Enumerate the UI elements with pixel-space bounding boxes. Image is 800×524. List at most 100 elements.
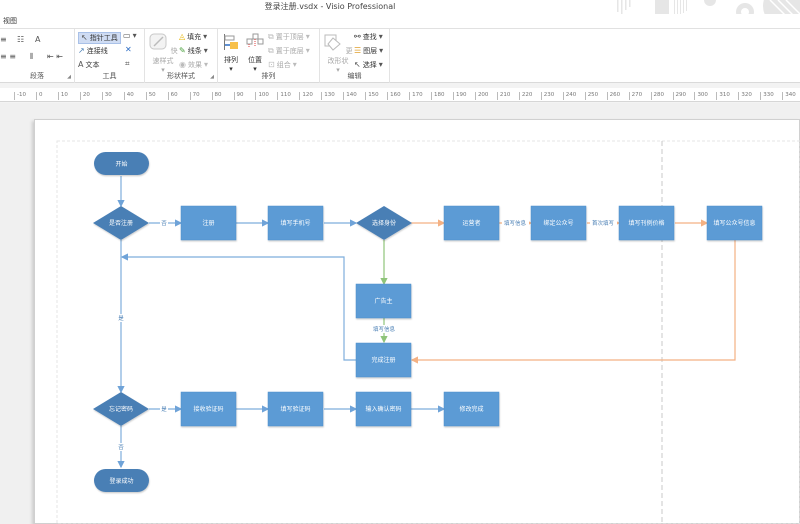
indent-icon[interactable]: ⇤ ⇤ [47,52,63,61]
node-is-registered[interactable]: 是否注册 [93,206,149,240]
rectangle-icon: ▭ [123,31,131,40]
ruler-tick: 180 [431,92,445,100]
layers-button[interactable]: ☰图层▾ [354,46,384,56]
node-start-label: 开始 [115,160,127,168]
ruler-tick: 260 [606,92,620,100]
find-button[interactable]: ⚯查找▾ [354,32,383,42]
node-confirm-password-label: 输入确认密码 [365,405,401,413]
ruler-tick: 60 [167,92,178,100]
node-confirm-password[interactable]: 输入确认密码 [355,391,412,427]
node-fill-phone[interactable]: 填写手机号 [267,205,324,241]
ruler-tick: 190 [453,92,467,100]
pointer-icon: ↖ [81,33,88,42]
ruler-tick: -10 [14,92,26,100]
ruler-tick: 90 [233,92,244,100]
align-button[interactable]: 排列▾ [220,33,242,73]
send-to-back-button[interactable]: ⧉置于底层▾ [268,46,310,56]
title-bar: 登录注册.vsdx - Visio Professional [0,0,800,28]
effects-button[interactable]: ◉效果▾ [179,60,208,70]
ruler-tick: 40 [123,92,134,100]
node-fill-price-label: 填写刊例价格 [628,219,664,227]
edge-label-no-register: 否 [161,220,167,227]
node-bind-account[interactable]: 绑定公众号 [530,205,587,241]
change-shape-button[interactable]: 更改形状▾ [322,33,354,74]
node-fill-account-info[interactable]: 填写公众号信息 [706,205,763,241]
ruler-tick: 280 [650,92,664,100]
group-label-shape-styles: 形状样式 [167,72,195,80]
node-advertiser-label: 广告主 [374,297,392,305]
node-finish-register[interactable]: 完成注册 [355,342,412,378]
fill-icon: ◬ [179,32,186,41]
send-back-icon: ⧉ [268,46,274,55]
ruler-tick: 50 [145,92,156,100]
node-start[interactable]: 开始 [94,152,149,175]
edge-label-yes-forgot: 是 [161,406,167,413]
node-bind-account-label: 绑定公众号 [543,219,573,227]
node-forgot-password[interactable]: 忘记密码 [93,392,149,426]
align-left-icon[interactable]: ≡ [0,35,7,44]
node-choose-role[interactable]: 选择身份 [356,206,412,240]
crop-icon[interactable]: ⌗ [125,59,130,68]
edge-finish-to-loop[interactable] [120,253,356,361]
menu-view[interactable]: 视图 [3,17,17,25]
node-receive-code-label: 接收验证码 [193,405,223,413]
ruler-tick: 310 [716,92,730,100]
font-size-icon[interactable]: A [35,35,41,44]
connector-tool-button[interactable]: ↗连接线 [78,46,108,56]
node-fill-price[interactable]: 填写刊例价格 [618,205,675,241]
group-icon: ⊡ [268,60,275,69]
ribbon-group-arrange: 排列▾ 位置▾ ⧉置于顶层▾ ⧉置于底层▾ ⊡组合▾ 排列 [218,29,320,83]
ruler-tick: 200 [474,92,488,100]
binoculars-icon: ⚯ [354,32,361,41]
position-button[interactable]: 位置▾ [244,33,266,73]
page-margin-guide [56,140,800,524]
ruler-tick: 30 [101,92,112,100]
bring-to-front-button[interactable]: ⧉置于顶层▾ [268,32,310,42]
quick-styles-button[interactable]: 快速样式▾ [147,33,179,74]
pointer-tool-button[interactable]: ↖指针工具 [78,32,121,44]
ruler-tick: 20 [79,92,90,100]
bullet-list-icon[interactable]: ☷ [17,35,25,44]
drawing-canvas[interactable]: 否 填写信息 首次填写 填写信息 是 是 否 开始 登录 [0,103,800,524]
flowchart[interactable]: 否 填写信息 首次填写 填写信息 是 是 否 开始 登录 [0,103,800,524]
dialog-launcher-icon[interactable]: ◢ [210,74,214,80]
group-label-tools: 工具 [102,72,117,80]
node-advertiser[interactable]: 广告主 [355,283,412,319]
line-button[interactable]: ✎线条▾ [179,46,208,56]
node-operator[interactable]: 运营者 [443,205,500,241]
select-button[interactable]: ↖选择▾ [354,60,383,70]
node-fill-phone-label: 填写手机号 [280,219,310,227]
node-modify-done[interactable]: 修改完成 [443,391,500,427]
ruler-tick: 140 [343,92,357,100]
ribbon-group-shape-styles: 快速样式▾ ◬填充▾ ✎线条▾ ◉效果▾ 形状样式 ◢ [145,29,218,83]
node-fill-account-info-label: 填写公众号信息 [713,219,755,227]
node-login-success-label: 登录成功 [109,477,133,485]
node-fill-code[interactable]: 填写验证码 [267,391,324,427]
layers-icon: ☰ [354,46,362,55]
delete-icon[interactable]: ✕ [125,45,132,54]
dialog-launcher-icon[interactable]: ◢ [67,74,71,80]
node-receive-code[interactable]: 接收验证码 [180,391,237,427]
text-direction-icon[interactable]: ⫴ [30,52,34,61]
node-fill-code-label: 填写验证码 [280,405,310,413]
ruler-tick: 330 [760,92,774,100]
node-register[interactable]: 注册 [180,205,237,241]
ruler-tick: 240 [562,92,576,100]
node-login-success[interactable]: 登录成功 [94,469,149,492]
ruler-tick: 220 [518,92,532,100]
group-button[interactable]: ⊡组合▾ [268,60,297,70]
ruler-tick: 170 [409,92,423,100]
drawing-page[interactable] [34,119,800,524]
edge-account-info-to-finish[interactable] [410,240,736,364]
ruler-tick: 250 [584,92,598,100]
align-center-icon[interactable]: ≡ ≡ [0,52,16,61]
rectangle-tool-button[interactable]: ▭▾ [123,31,137,40]
change-shape-icon [324,34,342,51]
group-label-edit: 编辑 [347,72,362,80]
ruler-tick: 70 [189,92,200,100]
node-forgot-password-label: 忘记密码 [109,405,133,413]
fill-button[interactable]: ◬填充▾ [179,32,208,42]
group-label-paragraph: 段落 [30,72,44,80]
